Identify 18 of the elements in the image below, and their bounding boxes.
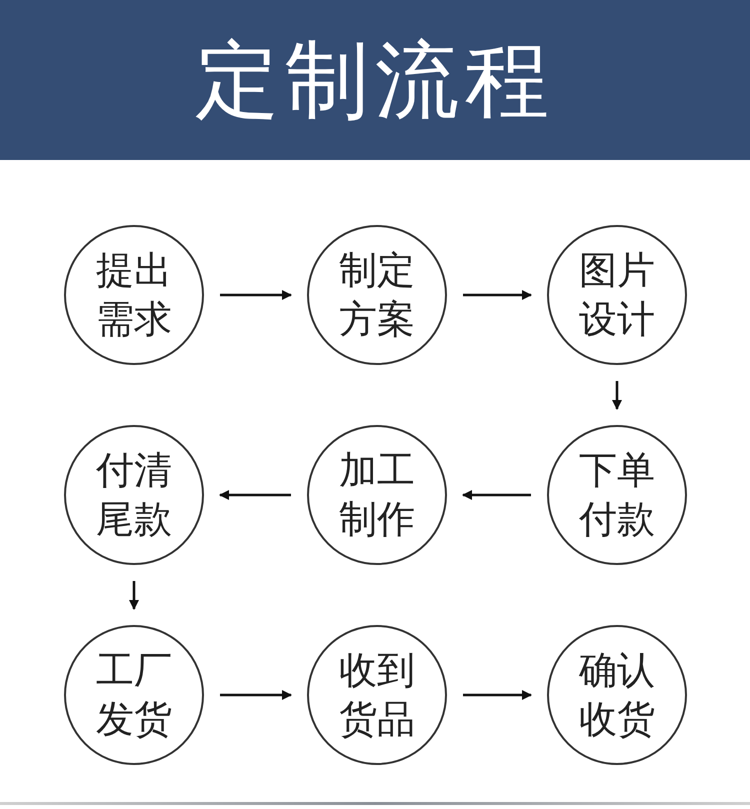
step-label: 工厂发货 <box>96 646 172 743</box>
arrow <box>462 490 531 500</box>
arrow <box>463 690 532 700</box>
step-label: 加工制作 <box>339 446 415 543</box>
step-label: 付清尾款 <box>96 446 172 543</box>
step-label: 下单付款 <box>579 446 655 543</box>
arrow <box>220 290 292 300</box>
arrow <box>219 490 291 500</box>
step-label: 提出需求 <box>96 246 172 343</box>
arrow <box>463 290 532 300</box>
arrow <box>612 381 622 410</box>
title: 定制流程 <box>195 38 555 122</box>
step-label: 制定方案 <box>339 246 415 343</box>
step-label: 收到货品 <box>339 646 415 743</box>
step-label: 确认收货 <box>579 646 655 743</box>
arrow <box>220 690 292 700</box>
step-label: 图片设计 <box>579 246 655 343</box>
arrow <box>129 581 139 610</box>
